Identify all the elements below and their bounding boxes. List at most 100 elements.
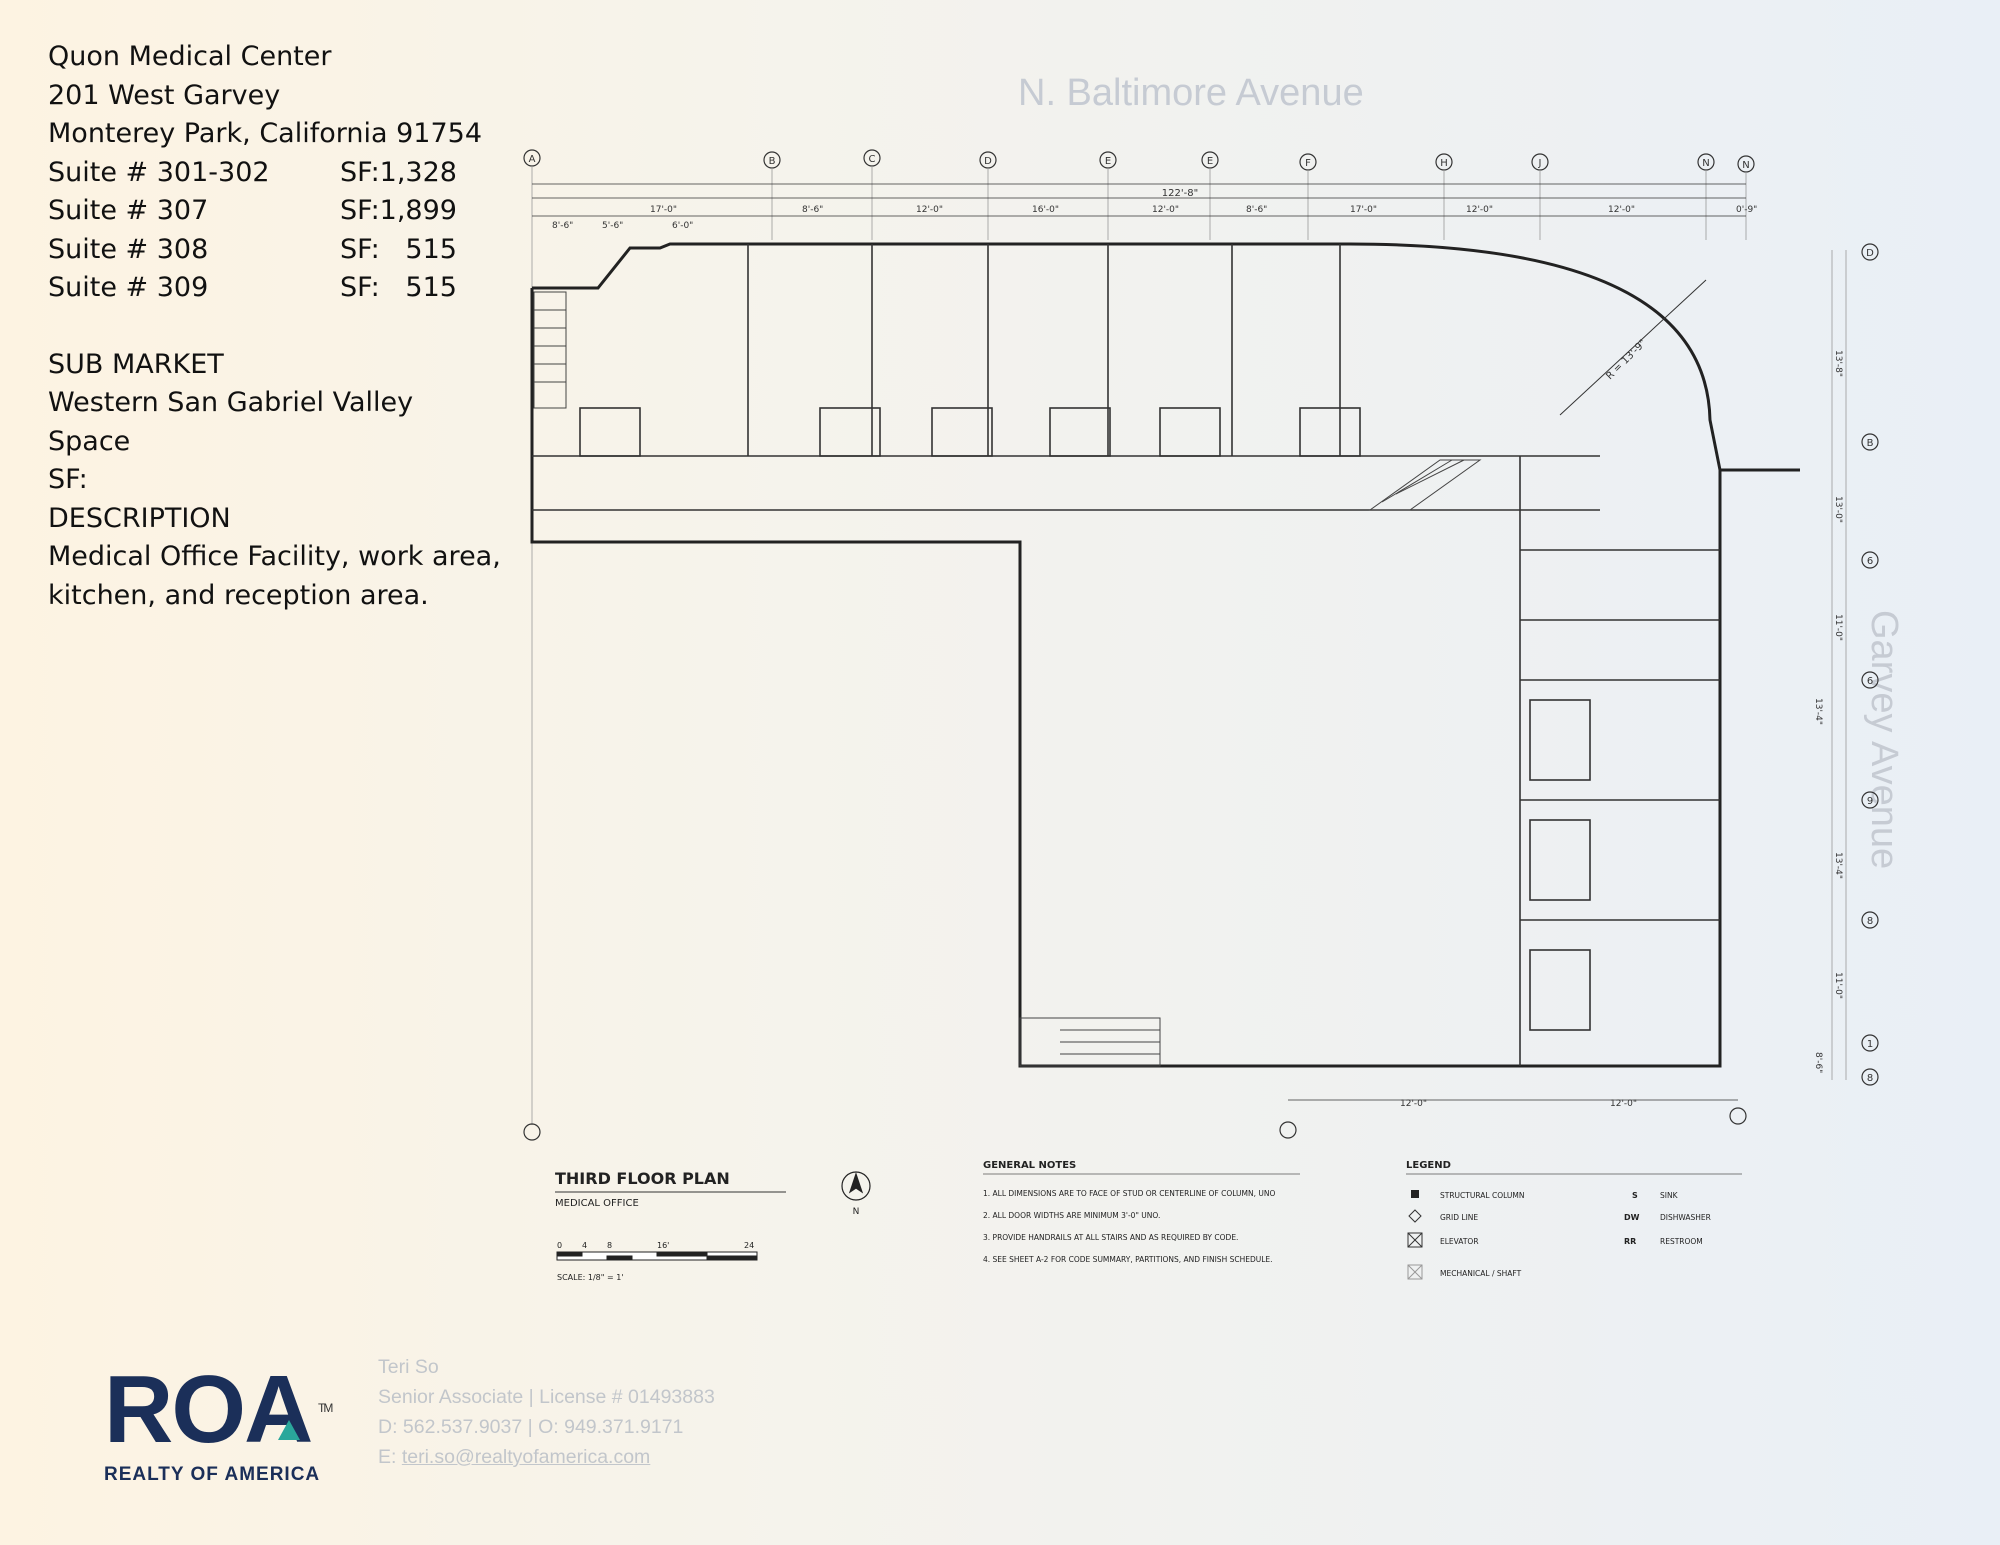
svg-text:12'-0": 12'-0" [1608, 205, 1635, 215]
plan-title: THIRD FLOOR PLAN [555, 1169, 730, 1188]
sub-market-heading: SUB MARKET [48, 348, 224, 380]
grid-bubble: 6 [1861, 551, 1879, 569]
radius-annotation: R = 13'-9" [1559, 279, 1707, 416]
contact-name: Teri So [378, 1356, 439, 1378]
floor-plan: A B C D E E F H J N N 122'-8" 8'-6" 5'-6… [520, 140, 1900, 1330]
elevator-icon [1407, 1232, 1423, 1248]
suite-label: Suite # 307 [48, 195, 209, 226]
svg-text:12'-0": 12'-0" [1610, 1099, 1637, 1109]
svg-text:8: 8 [607, 1241, 612, 1250]
svg-text:B: B [769, 156, 776, 167]
svg-text:6: 6 [1867, 676, 1873, 687]
right-grid-bubbles: D B 6 6 9 8 1 8 [1861, 243, 1879, 1086]
scale-bar: 0 4 8 16' 24 SCALE: 1/8" = 1' [556, 1241, 758, 1282]
legend-title: LEGEND [1406, 1160, 1451, 1171]
contact-block: Teri So Senior Associate | License # 014… [378, 1352, 715, 1472]
svg-text:D: D [984, 156, 992, 167]
grid-bubble: C [863, 149, 881, 167]
suite-sf: SF: 515 [340, 233, 457, 265]
svg-text:1: 1 [1867, 1039, 1873, 1050]
suite-sf: SF:1,899 [340, 195, 457, 226]
bottom-grid [523, 1099, 1747, 1141]
structural-column-icon [1411, 1190, 1419, 1198]
title-block: THIRD FLOOR PLAN MEDICAL OFFICE [555, 1169, 786, 1209]
right-dimension-labels: 13'-8" 13'-0" 11'-0" 13'-4" 13'-4" 11'-0… [1813, 350, 1843, 1073]
grid-bubble: H [1435, 153, 1453, 171]
svg-text:DISHWASHER: DISHWASHER [1660, 1213, 1711, 1222]
grid-lines [531, 166, 1847, 1125]
contact-phones: D: 562.537.9037 | O: 949.371.9171 [378, 1416, 684, 1438]
logo-triangle-icon [278, 1420, 300, 1440]
svg-text:RESTROOM: RESTROOM [1660, 1237, 1703, 1246]
general-notes: GENERAL NOTES 1. ALL DIMENSIONS ARE TO F… [983, 1160, 1300, 1264]
svg-text:9: 9 [1867, 796, 1873, 807]
scale-label: SCALE: 1/8" = 1' [557, 1273, 624, 1282]
description-heading: DESCRIPTION [48, 502, 231, 534]
bottom-dimension-labels: 12'-0" 12'-0" [1400, 1099, 1637, 1109]
svg-text:8: 8 [1867, 916, 1873, 927]
floor-plan-drawing: A B C D E E F H J N N 122'-8" 8'-6" 5'-6… [523, 149, 1879, 1282]
grid-bubble: 1 [1861, 1034, 1879, 1052]
svg-text:13'-4": 13'-4" [1813, 698, 1823, 725]
svg-text:13'-4": 13'-4" [1833, 852, 1843, 879]
svg-text:13'-0": 13'-0" [1833, 496, 1843, 523]
svg-text:0'-9": 0'-9" [1736, 205, 1757, 215]
dimension-strings: 122'-8" [532, 183, 1746, 217]
svg-text:8'-6": 8'-6" [802, 205, 823, 215]
exterior-walls [530, 242, 1800, 1068]
grid-bubble: 6 [1861, 671, 1879, 689]
legend: LEGEND STRUCTURAL COLUMN GRID LINE ELEVA… [1406, 1160, 1742, 1280]
svg-text:8'-6": 8'-6" [552, 221, 573, 231]
suite-row: Suite # 301-302 SF:1,328 [48, 154, 501, 193]
general-note: 2. ALL DOOR WIDTHS ARE MINIMUM 3'-0" UNO… [983, 1211, 1160, 1220]
svg-text:13'-8": 13'-8" [1833, 350, 1843, 377]
svg-text:J: J [1538, 158, 1542, 169]
svg-text:12'-0": 12'-0" [1466, 205, 1493, 215]
grid-bubble: 9 [1861, 791, 1879, 809]
svg-text:S: S [1632, 1191, 1638, 1200]
svg-text:DW: DW [1624, 1213, 1640, 1222]
svg-text:B: B [1867, 438, 1874, 449]
property-name: Quon Medical Center [48, 41, 332, 72]
svg-text:D: D [1866, 248, 1874, 259]
overall-dimension: 122'-8" [1162, 188, 1198, 199]
suite-row: Suite # 309 SF: 515 [48, 269, 501, 308]
svg-text:E: E [1207, 156, 1213, 167]
email-link[interactable]: teri.so@realtyofamerica.com [401, 1446, 651, 1468]
interior-partitions [532, 244, 1720, 1066]
stair-left [533, 291, 567, 409]
svg-text:F: F [1305, 158, 1311, 169]
contact-email-row: E: teri.so@realtyofamerica.com [378, 1442, 715, 1472]
svg-text:16'-0": 16'-0" [1032, 205, 1059, 215]
svg-text:11'-0": 11'-0" [1833, 972, 1843, 999]
description-line: kitchen, and reception area. [48, 579, 429, 611]
svg-text:8'-6": 8'-6" [1813, 1052, 1823, 1073]
roa-logo: ROA TM REALTY OF AMERICA [104, 1362, 333, 1486]
svg-text:6'-0": 6'-0" [672, 221, 693, 231]
suite-sf: SF: 515 [340, 272, 457, 303]
grid-line-icon [1408, 1209, 1422, 1223]
top-dimension-labels: 8'-6" 5'-6" 17'-0" 6'-0" 8'-6" 12'-0" 16… [552, 205, 1757, 231]
suite-label: Suite # 301-302 [48, 156, 270, 188]
grid-bubble: A [523, 149, 541, 167]
north-arrow: N [841, 1171, 871, 1217]
svg-text:A: A [529, 154, 536, 165]
svg-text:4: 4 [582, 1241, 587, 1250]
svg-text:MECHANICAL / SHAFT: MECHANICAL / SHAFT [1440, 1269, 1522, 1278]
svg-text:0: 0 [557, 1241, 562, 1250]
suite-row: Suite # 307 SF:1,899 [48, 192, 501, 231]
svg-text:N: N [1742, 160, 1749, 171]
grid-bubble: 8 [1861, 1068, 1879, 1086]
grid-bubble: D [1861, 243, 1879, 261]
grid-bubble: B [763, 151, 781, 169]
svg-text:17'-0": 17'-0" [1350, 205, 1377, 215]
top-grid-bubbles: A B C D E E F H J N N [523, 149, 1755, 173]
description-line: Medical Office Facility, work area, [48, 541, 501, 572]
property-info: Quon Medical Center 201 West Garvey Mont… [48, 38, 501, 615]
suite-label: Suite # 308 [48, 233, 209, 265]
suite-label: Suite # 309 [48, 272, 209, 303]
plan-subtitle: MEDICAL OFFICE [555, 1198, 639, 1209]
general-notes-title: GENERAL NOTES [983, 1160, 1076, 1171]
svg-text:RR: RR [1624, 1237, 1636, 1246]
svg-text:GRID LINE: GRID LINE [1440, 1213, 1478, 1222]
